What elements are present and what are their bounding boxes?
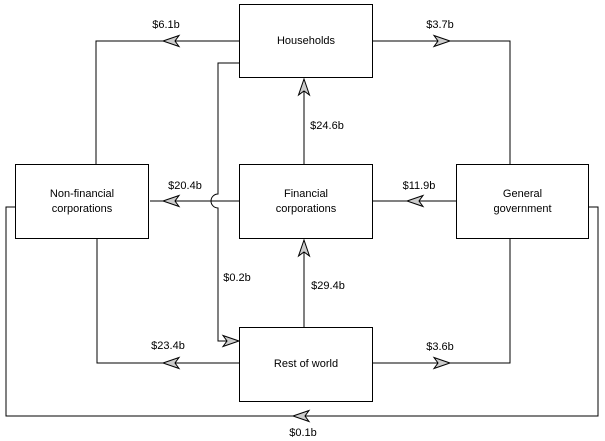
flow-financial-corporations-to-households <box>297 77 311 164</box>
arrowhead-left-icon <box>161 34 181 48</box>
node-general-government: General government <box>456 164 589 239</box>
flow-amount-label-households-to-nfc: $6.1b <box>152 19 180 31</box>
flow-rest-of-world-to-non-financial-corporations <box>96 239 239 370</box>
node-non-financial-corporations: Non-financial corporations <box>15 164 149 239</box>
arrowhead-up-icon <box>297 238 311 258</box>
flow-amount-label-households-to-rest-of-world: $0.2b <box>223 272 251 284</box>
flow-general-government-to-financial-corporations <box>373 194 456 208</box>
flow-amount-label-rest-of-world-to-financial: $29.4b <box>311 280 345 292</box>
flow-amount-label-financial-to-households: $24.6b <box>310 120 344 132</box>
flow-general-government-to-non-financial-corporations <box>5 206 599 423</box>
node-general-government-label: General government <box>493 188 552 215</box>
flow-amount-label-rest-of-world-to-nfc: $23.4b <box>151 340 185 352</box>
node-households: Households <box>239 4 373 78</box>
node-non-financial-corporations-label: Non-financial corporations <box>49 188 115 215</box>
arrowhead-up-icon <box>297 77 311 97</box>
arrowhead-left-icon <box>161 194 181 208</box>
flow-amount-label-rest-of-world-to-government: $3.6b <box>426 341 454 353</box>
flow-amount-label-government-to-financial: $11.9b <box>402 180 436 192</box>
arrowhead-right-icon <box>221 334 241 348</box>
node-financial-corporations: Financial corporations <box>239 164 373 239</box>
flow-amount-label-households-to-government: $3.7b <box>426 19 454 31</box>
flow-financial-corporations-to-non-financial-corporations <box>150 194 239 208</box>
arrowhead-left-icon <box>161 356 181 370</box>
flow-amount-label-financial-to-nfc: $20.4b <box>168 180 202 192</box>
arrowhead-right-icon <box>432 34 452 48</box>
arrowhead-right-icon <box>432 356 452 370</box>
flow-households-to-rest-of-world <box>210 62 241 348</box>
flow-rest-of-world-to-general-government <box>373 239 511 370</box>
flow-amount-label-government-to-nfc: $0.1b <box>289 427 317 439</box>
flow-households-to-general-government <box>373 34 511 164</box>
node-financial-corporations-label: Financial corporations <box>275 188 337 215</box>
node-households-label: Households <box>276 34 336 47</box>
flow-households-to-non-financial-corporations <box>95 34 239 164</box>
arrowhead-left-icon <box>291 409 311 423</box>
arrowhead-left-icon <box>405 194 425 208</box>
node-rest-of-world-label: Rest of world <box>273 358 339 371</box>
node-rest-of-world: Rest of world <box>239 327 373 402</box>
flow-rest-of-world-to-financial-corporations <box>297 238 311 327</box>
